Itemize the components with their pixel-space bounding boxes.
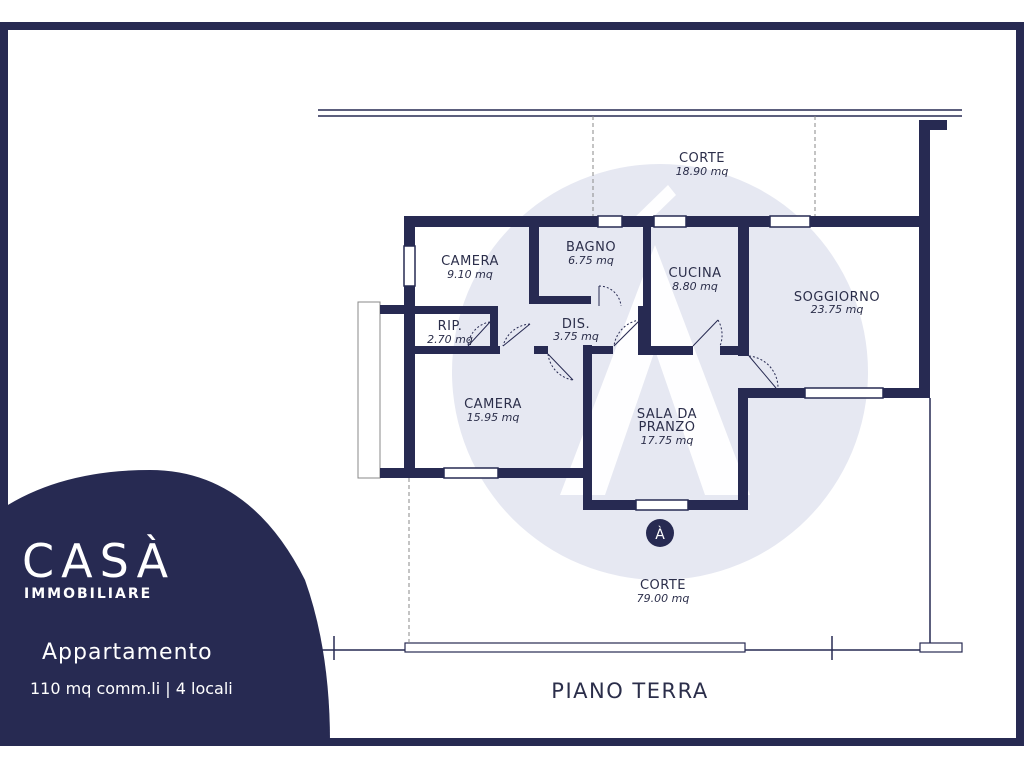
room-name-soggiorno: SOGGIORNO [794, 290, 880, 305]
room-name-bagno: BAGNO [566, 240, 616, 255]
room-name-camera-2: CAMERA [464, 397, 522, 412]
room-name-rip: RIP. [438, 319, 463, 334]
floor-label: PIANO TERRA [551, 679, 708, 703]
room-area-corte-top: 18.90 mq [676, 165, 729, 178]
brand-logo: CASÀ [22, 534, 175, 588]
room-name-corte-top: CORTE [679, 151, 725, 166]
property-details: 110 mq comm.li | 4 locali [30, 679, 233, 698]
room-area-camera-2: 15.95 mq [467, 411, 520, 424]
room-area-rip: 2.70 mq [427, 333, 473, 346]
room-area-bagno: 6.75 mq [568, 254, 614, 267]
room-name-camera-1: CAMERA [441, 254, 499, 269]
top-boundary [318, 109, 962, 218]
marker-glyph: À [655, 526, 665, 543]
room-name-corte-bottom: CORTE [640, 578, 686, 593]
bottom-boundary [318, 398, 963, 660]
room-area-camera-1: 9.10 mq [447, 268, 493, 281]
left-porch [357, 301, 381, 479]
orientation-marker: À [646, 519, 674, 547]
room-name-sala-line2: PRANZO [638, 420, 695, 435]
windows [403, 215, 884, 511]
room-name-sala-line1: SALA DA [637, 407, 697, 422]
marker-circle-icon [646, 519, 674, 547]
room-area-dis: 3.75 mq [553, 330, 599, 343]
room-area-corte-bottom: 79.00 mq [637, 592, 690, 605]
brand-logo-sub: IMMOBILIARE [24, 586, 152, 602]
property-type: Appartamento [42, 640, 213, 665]
room-area-soggiorno: 23.75 mq [811, 303, 864, 316]
room-name-dis: DIS. [562, 317, 590, 332]
doors [467, 285, 779, 389]
room-area-cucina: 8.80 mq [672, 280, 718, 293]
room-area-sala-pranzo: 17.75 mq [641, 434, 694, 447]
room-name-cucina: CUCINA [668, 266, 721, 281]
brand-badge: CASÀ IMMOBILIARE Appartamento 110 mq com… [0, 470, 330, 742]
page-frame [0, 22, 1024, 746]
